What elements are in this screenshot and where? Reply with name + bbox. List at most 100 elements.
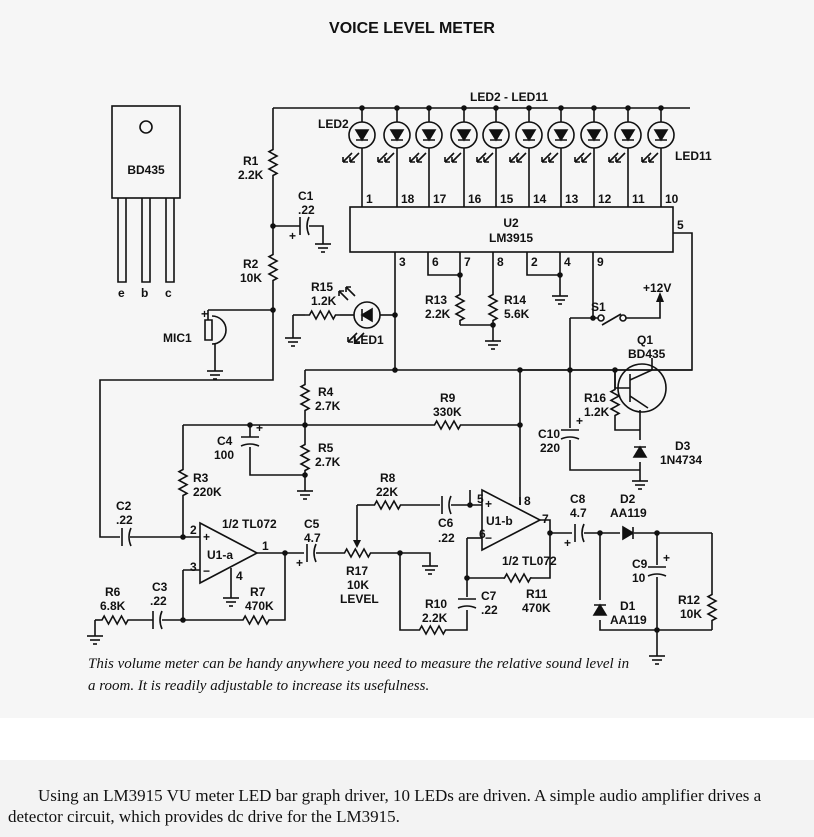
diode-d2 [622, 525, 635, 541]
led-body [348, 121, 376, 149]
c6-value: .22 [438, 531, 455, 545]
diode-symbol [456, 129, 472, 142]
u1a-pin-2: 2 [190, 523, 197, 537]
diode-symbol [354, 129, 370, 142]
r4-ref: R4 [318, 385, 334, 399]
wire [569, 440, 640, 471]
plus-sign: + [663, 551, 670, 565]
led-9 [574, 121, 608, 163]
r1-value: 2.2K [238, 168, 264, 182]
led-body [450, 121, 478, 149]
light-arrow-icon [615, 152, 626, 163]
diode-symbol [421, 129, 437, 142]
r8-value: 22K [376, 485, 398, 499]
resistor-r12 [706, 590, 718, 625]
ground-icon [223, 592, 239, 607]
plus-sign: + [201, 307, 208, 321]
wire [530, 533, 551, 579]
led-7 [509, 121, 543, 163]
u2-pin-label: 13 [565, 192, 579, 206]
r11-ref: R11 [526, 587, 548, 601]
c7-ref: C7 [481, 589, 497, 603]
u2-pin-label: 12 [598, 192, 612, 206]
light-arrow-icon [483, 152, 494, 163]
resistor-r6 [100, 614, 130, 626]
r4-value: 2.7K [315, 399, 341, 413]
d2-part: AA119 [610, 506, 647, 520]
u1b-pin-5: 5 [477, 492, 484, 506]
capacitor-c8: + [564, 523, 585, 550]
capacitor-c3 [152, 610, 163, 630]
transistor-collector [629, 369, 653, 381]
light-arrow-icon [541, 152, 552, 163]
plus-sign: + [564, 536, 571, 550]
wire [375, 552, 431, 560]
light-arrow-icon [347, 332, 358, 343]
labels: VOICE LEVEL METER BD435 e b c LED2 - LED… [88, 20, 712, 694]
ground-icon [285, 332, 301, 347]
wire [309, 225, 324, 238]
diagram-title: VOICE LEVEL METER [329, 20, 495, 37]
diode-symbol [586, 129, 602, 142]
light-arrow-icon [349, 152, 360, 163]
r9-value: 330K [433, 405, 462, 419]
capacitor-plate [560, 436, 580, 440]
led-6 [476, 121, 510, 163]
u1a-ref: U1-a [207, 548, 233, 562]
diode-symbol [632, 445, 648, 458]
u2-pin-label: 10 [665, 192, 679, 206]
d3-part: 1N4734 [660, 453, 702, 467]
diode-symbol [620, 129, 636, 142]
wire [526, 252, 560, 276]
c7-value: .22 [481, 603, 498, 617]
package-label: BD435 [127, 163, 165, 177]
r6-ref: R6 [105, 585, 121, 599]
wires [94, 105, 713, 650]
package-pin-e: e [118, 286, 125, 300]
r1-ref: R1 [243, 154, 259, 168]
led-body [580, 121, 608, 149]
c3-value: .22 [150, 594, 167, 608]
light-arrow-icon [354, 332, 365, 343]
u1b-pin-7: 7 [542, 512, 549, 526]
resistor-r5 [299, 440, 311, 475]
diode-symbol [389, 129, 405, 142]
transistor-q1 [617, 363, 667, 413]
light-arrow-icon [377, 152, 388, 163]
u2-ref: U2 [503, 216, 519, 230]
r7-value: 470K [245, 599, 274, 613]
wire [272, 553, 286, 621]
package-lead [165, 198, 175, 283]
minus-input-sign: − [203, 564, 210, 578]
diode-symbol [592, 603, 608, 616]
switch-s1 [601, 313, 622, 326]
switch-contact [619, 314, 627, 322]
led-1 [347, 301, 381, 343]
r13-ref: R13 [425, 293, 447, 307]
capacitor-c4: + [240, 421, 263, 447]
c5-value: 4.7 [304, 531, 321, 545]
led-body [647, 121, 675, 149]
q1-ref: Q1 [637, 333, 653, 347]
capacitor-c6 [441, 495, 452, 515]
ground-icon [649, 650, 665, 665]
u2-pin-label: 7 [464, 255, 471, 269]
light-arrow-icon [342, 152, 353, 163]
r13-value: 2.2K [425, 307, 451, 321]
ground-icon [632, 475, 648, 490]
s1-label: S1 [591, 300, 606, 314]
r10-value: 2.2K [422, 611, 448, 625]
r17-ref: R17 [346, 564, 368, 578]
r5-value: 2.7K [315, 455, 341, 469]
components: +++++−++−++ [87, 105, 718, 665]
resistor-r9 [430, 419, 465, 431]
r3-value: 220K [193, 485, 222, 499]
c1-ref: C1 [298, 189, 314, 203]
light-arrow-icon [444, 152, 455, 163]
led-bar-label: LED2 - LED11 [470, 90, 548, 104]
u2-pin-label: 17 [433, 192, 447, 206]
u1b-pin-6: 6 [479, 527, 486, 541]
light-arrow-icon [384, 152, 395, 163]
capacitor-plate [581, 523, 585, 543]
